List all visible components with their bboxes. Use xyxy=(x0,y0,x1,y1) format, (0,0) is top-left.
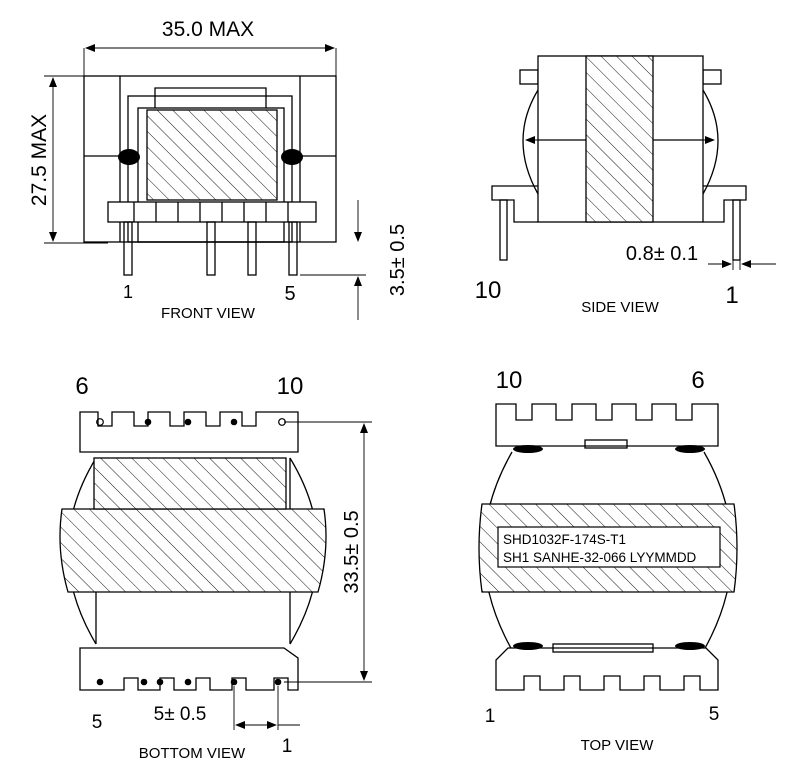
bottom-pin-10-label: 10 xyxy=(277,373,304,400)
front-height-dim: 27.5 MAX xyxy=(28,114,51,206)
front-pin-5-label: 5 xyxy=(284,283,295,305)
front-pin-length-dim: 3.5± 0.5 xyxy=(387,224,409,296)
front-left-ear xyxy=(118,149,140,165)
bottom-view: 33.5± 0.5 5± 0.5 6 10 5 1 BOTTOM VIEW xyxy=(59,373,372,762)
marking-line-1: SHD1032F-174S-T1 xyxy=(503,532,626,547)
front-winding xyxy=(146,109,278,201)
top-view-title: TOP VIEW xyxy=(581,737,655,754)
top-bottom-base xyxy=(495,647,719,691)
bottom-pin-6-label: 6 xyxy=(75,373,88,400)
marking-label xyxy=(497,526,721,568)
bottom-bottom-base xyxy=(79,647,299,691)
side-view-title: SIDE VIEW xyxy=(581,299,659,316)
top-pin-6-label: 6 xyxy=(691,367,704,394)
bottom-length-dim: 33.5± 0.5 xyxy=(341,510,363,593)
front-view-title: FRONT VIEW xyxy=(161,305,256,322)
front-base xyxy=(107,201,317,223)
side-pin-10-label: 10 xyxy=(475,277,502,304)
top-pin-5-label: 5 xyxy=(709,704,720,725)
bottom-view-title: BOTTOM VIEW xyxy=(139,745,246,762)
bottom-top-base xyxy=(79,411,299,453)
top-pin-10-label: 10 xyxy=(496,367,523,394)
front-width-dim: 35.0 MAX xyxy=(162,18,254,41)
side-pin-1-label: 1 xyxy=(725,282,738,309)
top-pin-1-label: 1 xyxy=(485,706,496,727)
side-left-bulge xyxy=(522,89,539,195)
front-view: 35.0 MAX 27.5 MAX xyxy=(28,18,409,322)
side-view: 0.8± 0.1 10 1 SIDE VIEW xyxy=(475,55,776,316)
side-pin-dia-dim: 0.8± 0.1 xyxy=(626,243,698,265)
bottom-winding xyxy=(59,508,327,593)
top-view: SHD1032F-174S-T1 SH1 SANHE-32-066 LYYMMD… xyxy=(478,367,738,754)
side-right-bulge xyxy=(702,89,719,195)
bottom-pin-5-label: 5 xyxy=(92,712,103,733)
front-right-ear xyxy=(281,149,303,165)
side-winding xyxy=(585,55,654,223)
front-pin-1-label: 1 xyxy=(123,282,133,302)
bottom-pin-1-label: 1 xyxy=(282,736,293,757)
marking-line-2: SH1 SANHE-32-066 LYYMMDD xyxy=(503,550,697,565)
bottom-pitch-dim: 5± 0.5 xyxy=(154,704,207,725)
top-top-base xyxy=(495,403,719,447)
